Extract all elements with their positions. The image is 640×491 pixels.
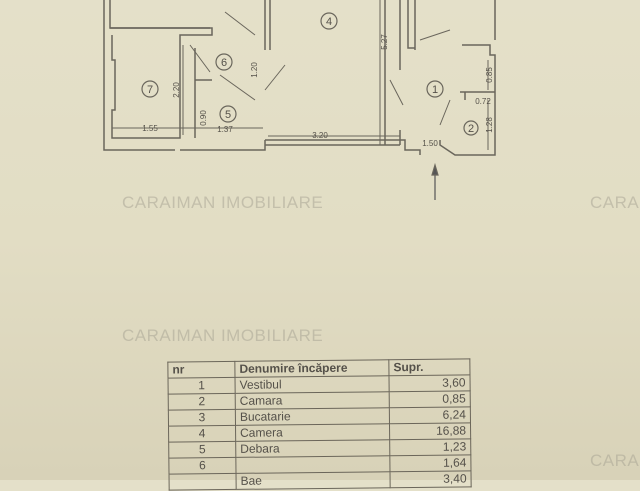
cell-name: Bae	[236, 471, 391, 490]
dim-1-28: 1.28	[485, 117, 494, 133]
dim-1-55: 1.55	[142, 124, 158, 133]
watermark: CARA	[590, 451, 640, 470]
room-label-6: 6	[221, 57, 227, 69]
cell-area: 6,24	[389, 406, 471, 424]
dim-1-50: 1.50	[422, 139, 438, 148]
dim-2-20: 2.20	[172, 82, 181, 98]
room-label-1: 1	[432, 84, 438, 96]
header-name: Denumire încăpere	[234, 359, 389, 378]
header-nr: nr	[167, 361, 236, 379]
watermark: CARAIMAN IMOBILIARE	[122, 326, 324, 345]
dimension-lines	[112, 0, 489, 150]
cell-nr: 2	[168, 393, 236, 411]
entrance-arrow	[431, 162, 439, 200]
cell-nr: 4	[168, 425, 236, 443]
door-swings	[189, 11, 451, 126]
cell-area: 16,88	[389, 422, 471, 440]
cell-area: 3,60	[388, 374, 471, 392]
cell-area: 1,23	[389, 438, 471, 456]
dim-0-90: 0.90	[199, 110, 208, 126]
room-markers	[141, 12, 479, 136]
walls	[103, 0, 496, 156]
dim-5-27: 5.27	[380, 34, 389, 50]
dim-0-85: 0.85	[485, 67, 494, 83]
cell-name: Vestibul	[235, 375, 390, 394]
room-label-4: 4	[326, 16, 332, 28]
watermark: CARAIMAN IMOBILIARE	[122, 193, 324, 212]
dim-1-20: 1.20	[250, 62, 259, 78]
cell-name	[235, 455, 390, 474]
cell-name: Camara	[235, 391, 390, 410]
cell-nr	[169, 473, 237, 491]
header-area: Supr.	[388, 358, 470, 376]
room-label-7: 7	[147, 84, 153, 96]
room-label-2: 2	[468, 123, 474, 135]
cell-nr: 6	[168, 457, 237, 475]
watermark: CARA	[590, 193, 640, 212]
cell-area: 3,40	[389, 470, 472, 488]
cell-name: Camera	[235, 423, 390, 442]
floor-plan: 4 1 2 5 6 7 1.55 1.37 3.20 1.50 2.20 0.9…	[103, 0, 496, 200]
dim-0-72: 0.72	[475, 97, 491, 106]
dim-3-20: 3.20	[312, 131, 328, 140]
cell-nr: 1	[168, 377, 236, 395]
cell-name: Bucatarie	[235, 407, 390, 426]
cell-name: Debara	[235, 439, 390, 458]
cell-area: 0,85	[389, 390, 471, 408]
cell-nr: 5	[168, 441, 236, 459]
cell-nr: 3	[168, 409, 236, 427]
cell-area: 1,64	[389, 454, 471, 472]
room-label-5: 5	[225, 109, 231, 121]
dim-1-37: 1.37	[217, 125, 233, 134]
